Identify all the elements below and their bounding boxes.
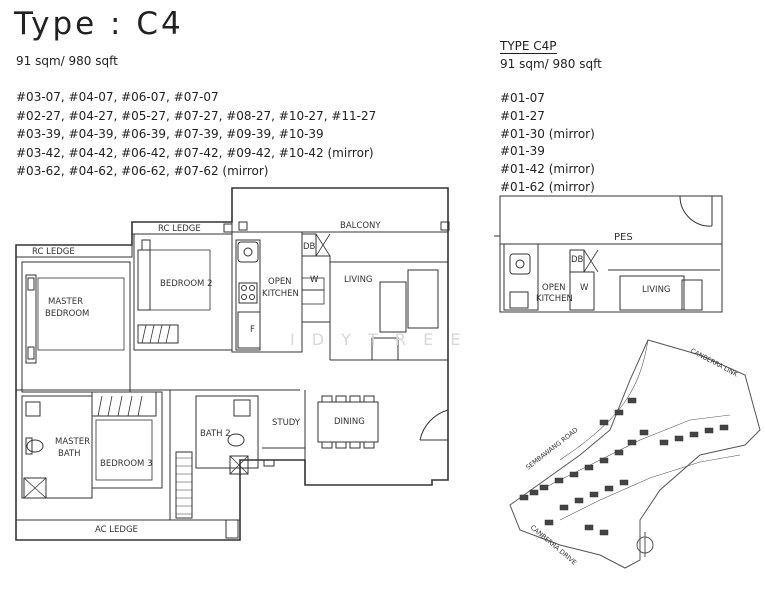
master-bedroom-label-line2: BEDROOM — [45, 309, 89, 319]
master-bath-label-line1: MASTER — [55, 437, 90, 447]
unit-numbers-line: #03-39, #04-39, #06-39, #07-39, #09-39, … — [16, 127, 324, 141]
ac-ledge-label: AC LEDGE — [95, 525, 138, 535]
rc-ledge-left-label: RC LEDGE — [32, 247, 75, 257]
unit-numbers-line: #03-62, #04-62, #06-62, #07-62 (mirror) — [16, 164, 269, 178]
variant-unit-line: #01-39 — [500, 144, 545, 159]
variant-unit-line: #01-07 — [500, 91, 545, 105]
sembawang-road-label: SEMBAWANG ROAD — [524, 426, 579, 472]
c4p-open-kitchen-line2: KITCHEN — [536, 294, 573, 304]
variant-unit-line: #01-27 — [500, 108, 545, 123]
balcony-label: BALCONY — [340, 221, 381, 231]
variant-unit-line: #01-42 (mirror) — [500, 162, 595, 177]
bedroom3-label: BEDROOM 3 — [100, 459, 152, 469]
variant-unit-line: #01-62 (mirror) — [500, 179, 595, 194]
variant-unit-line: #01-30 (mirror) — [500, 126, 595, 141]
living-label: LIVING — [344, 275, 373, 285]
open-kitchen-label-line1: OPEN — [268, 277, 292, 287]
variant-unit-list: #01-07 #01-27 #01-30 (mirror) #01-39 #01… — [500, 90, 595, 197]
bath2-label: BATH 2 — [200, 429, 231, 439]
dining-label: DINING — [334, 417, 365, 427]
watermark: I D Y T R E E — [290, 330, 466, 349]
c4p-db-label: DB — [571, 255, 584, 265]
unit-numbers-line: #03-07, #04-07, #06-07, #07-07 — [16, 90, 219, 104]
master-bedroom-label-line1: MASTER — [48, 297, 83, 307]
unit-numbers-line: #02-27, #04-27, #05-27, #07-27, #08-27, … — [16, 108, 377, 123]
unit-area: 91 sqm/ 980 sqft — [16, 54, 118, 68]
variant-area: 91 sqm/ 980 sqft — [500, 57, 602, 71]
c4p-open-kitchen-line1: OPEN — [542, 283, 566, 293]
master-bath-label-line2: BATH — [58, 449, 81, 459]
study-label: STUDY — [272, 418, 301, 428]
bedroom2-label: BEDROOM 2 — [160, 279, 212, 289]
open-kitchen-label-line2: KITCHEN — [262, 289, 299, 299]
floorplan-c4p — [494, 195, 723, 313]
rc-ledge-top-label: RC LEDGE — [158, 224, 201, 234]
canberra-link-label: CANBERRA LINK — [689, 347, 740, 379]
unit-numbers-list: #03-07, #04-07, #06-07, #07-07 #02-27, #… — [16, 88, 376, 181]
fridge-label: F — [250, 325, 255, 335]
c4p-living-label: LIVING — [642, 285, 671, 295]
c4p-washer-label: W — [580, 283, 589, 293]
variant-title: TYPE C4P — [500, 39, 557, 54]
pes-label: PES — [614, 232, 633, 243]
site-plan-blocks — [519, 397, 729, 536]
washer-label: W — [310, 275, 319, 285]
site-plan — [509, 339, 761, 569]
canberra-drive-label: CANBERRA DRIVE — [529, 523, 578, 566]
db-label: DB — [303, 242, 316, 252]
unit-numbers-line: #03-42, #04-42, #06-42, #07-42, #09-42, … — [16, 145, 374, 160]
page-title: Type : C4 — [14, 6, 184, 42]
